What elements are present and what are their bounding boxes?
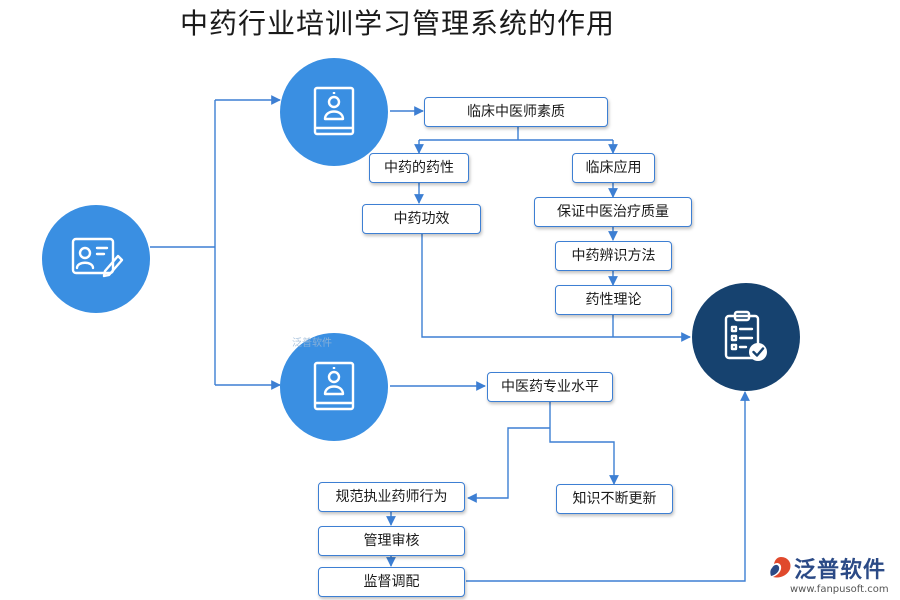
link-to-knowledge (549, 428, 619, 485)
link-clinical-split (419, 125, 613, 141)
link-efficacy-to-target (421, 232, 691, 342)
node-management-review: 管理审核 (318, 526, 465, 556)
brand-logo-icon (770, 557, 791, 578)
node-clinical-quality: 临床中医师素质 (424, 97, 608, 127)
brand-name: 泛普软件 (794, 558, 887, 583)
node-herb-identification: 中药辨识方法 (555, 241, 672, 271)
brand-logo: 泛普软件 (768, 552, 886, 584)
node-professional-level: 中医药专业水平 (487, 372, 613, 402)
clipboard-checklist-icon (724, 310, 767, 361)
brand-url: www.fanpusoft.com (790, 584, 889, 595)
link-supervise-to-target (466, 391, 750, 582)
node-herb-nature: 中药的药性 (369, 153, 469, 183)
branch-top-circle (280, 58, 388, 166)
node-knowledge-update: 知识不断更新 (556, 484, 673, 514)
node-ensure-quality: 保证中医治疗质量 (534, 197, 692, 227)
root-circle (42, 205, 150, 313)
diagram-title: 中药行业培训学习管理系统的作用 (180, 7, 616, 40)
target-circle (692, 283, 800, 391)
profile-card-pen-icon (71, 237, 124, 278)
branch-bottom-circle (280, 333, 388, 441)
watermark: 泛普软件 (292, 338, 332, 349)
node-regulate-conduct: 规范执业药师行为 (318, 482, 465, 512)
book-person-icon (313, 86, 355, 136)
book-person-icon (313, 361, 355, 411)
node-supervision: 监督调配 (318, 567, 465, 597)
node-clinical-application: 临床应用 (572, 153, 655, 183)
link-to-regulate (467, 427, 550, 503)
node-pharmacology-theory: 药性理论 (555, 285, 672, 315)
node-herb-efficacy: 中药功效 (362, 204, 481, 234)
